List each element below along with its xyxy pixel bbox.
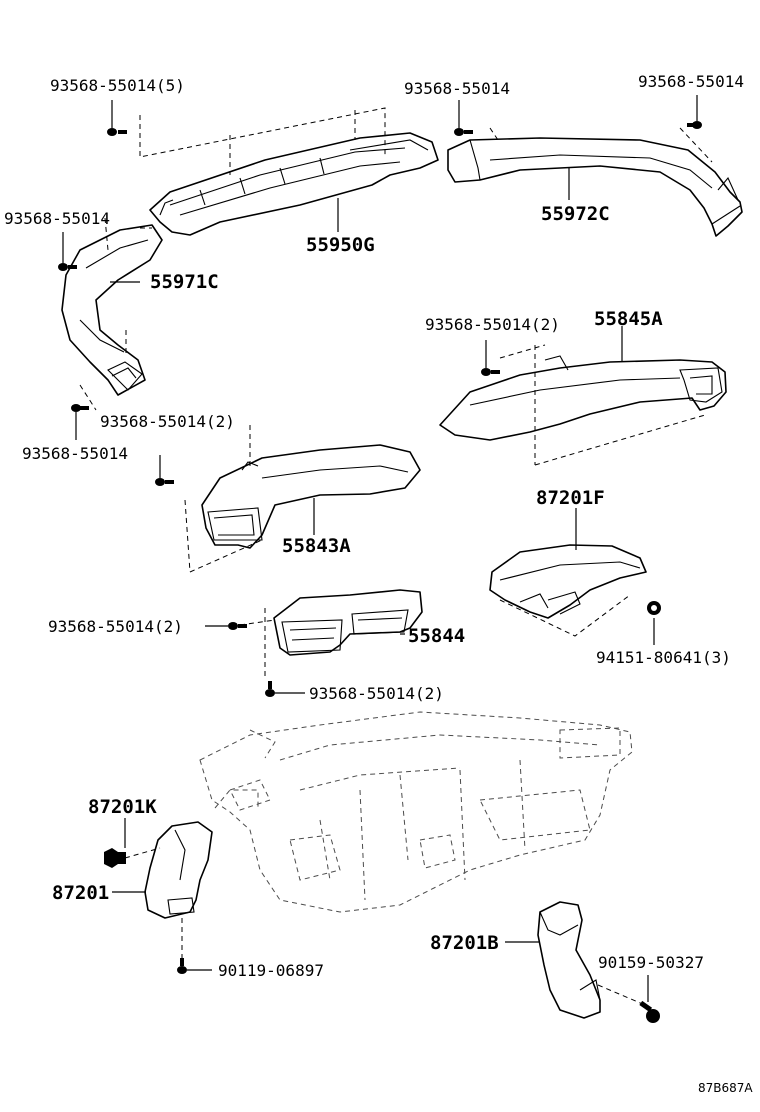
register-55844 <box>273 589 423 656</box>
duct-55843a <box>201 444 421 549</box>
clip-icon-left <box>104 848 126 868</box>
bolt-icon-left-lower <box>71 404 89 412</box>
nut-icon-right <box>647 601 661 615</box>
bolt-icon-center-lower <box>265 681 275 697</box>
label-55844: 55844 <box>408 625 465 647</box>
label-93568-55014-left-lower: 93568-55014 <box>22 444 128 463</box>
bolt-icon-center-register <box>228 622 247 630</box>
label-55845a: 55845A <box>594 308 663 330</box>
figure-reference: 87B687A <box>698 1081 753 1095</box>
duct-55950g <box>149 132 439 236</box>
label-55843a: 55843A <box>282 535 351 557</box>
duct-55971c <box>61 224 163 396</box>
duct-55972c <box>447 137 743 237</box>
bolt-icon-top-left <box>107 128 127 136</box>
duct-55845a <box>439 355 727 441</box>
bolt-icon-mid-duct <box>155 478 174 486</box>
bolt-icon-left-foot <box>177 958 187 974</box>
label-87201k: 87201K <box>88 796 157 818</box>
foot-duct-87201b <box>537 901 601 1019</box>
label-93568-55014-2-lower: 93568-55014(2) <box>309 684 444 703</box>
bolt-icon-right-duct <box>481 368 500 376</box>
label-93568-55014-2-register: 93568-55014(2) <box>48 617 183 636</box>
label-93568-55014-top-mid: 93568-55014 <box>404 79 510 98</box>
bolt-icon-left-upper <box>58 263 77 271</box>
label-87201b: 87201B <box>430 932 499 954</box>
bolt-icon-top-mid <box>454 128 473 136</box>
foot-duct-87201f <box>489 544 647 619</box>
label-55950g: 55950G <box>306 234 375 256</box>
label-55971c: 55971C <box>150 271 219 293</box>
label-93568-55014-5: 93568-55014(5) <box>50 76 185 95</box>
hvac-unit <box>199 711 633 913</box>
label-93568-55014-left-upper: 93568-55014 <box>4 209 110 228</box>
label-90159-50327: 90159-50327 <box>598 953 704 972</box>
label-94151-80641-3: 94151-80641(3) <box>596 648 731 667</box>
label-87201: 87201 <box>52 882 109 904</box>
label-55972c: 55972C <box>541 203 610 225</box>
foot-duct-87201 <box>144 821 213 919</box>
label-93568-55014-top-right: 93568-55014 <box>638 72 744 91</box>
bolt-icon-right-foot <box>639 1000 660 1023</box>
label-93568-55014-2-right-duct: 93568-55014(2) <box>425 315 560 334</box>
label-93568-55014-2-mid-duct: 93568-55014(2) <box>100 412 235 431</box>
label-87201f: 87201F <box>536 487 605 509</box>
label-90119-06897: 90119-06897 <box>218 961 324 980</box>
bolt-icon-top-right <box>687 121 702 129</box>
